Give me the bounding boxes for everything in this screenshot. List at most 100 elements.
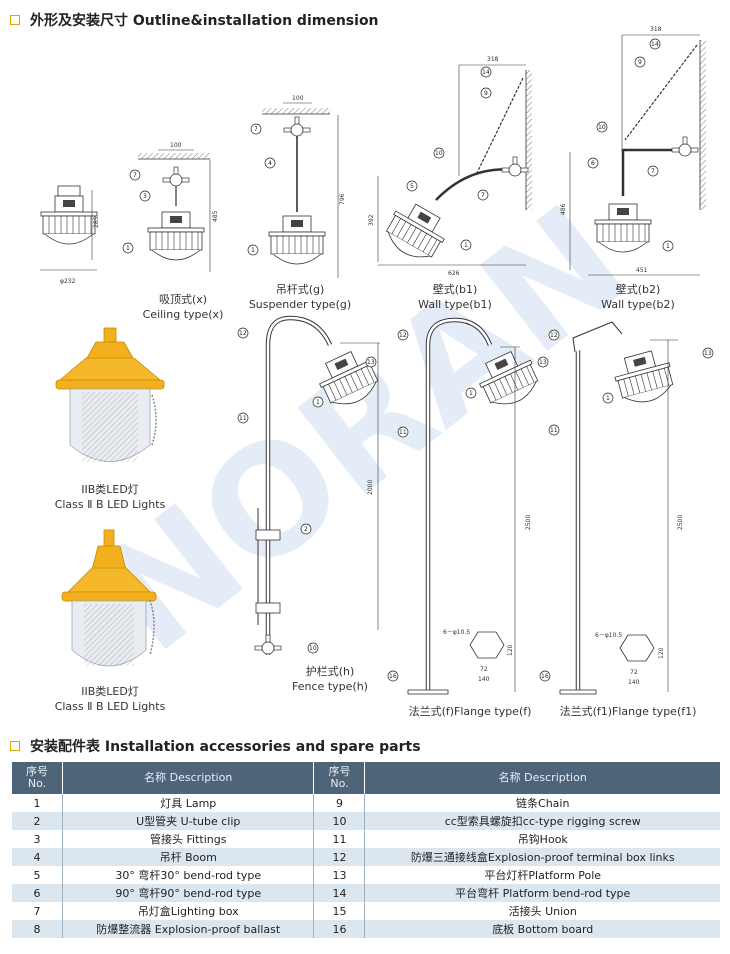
dim-flange-f-120: 120 [507,644,514,656]
cell-no: 16 [313,920,366,938]
table-row: 7 吊灯盒Lighting box 15 活接头 Union [12,902,720,920]
caption-en: Suspender type(g) [248,298,352,311]
callout-13: 11 [239,415,247,422]
accessories-table: 序号 No. 名称 Description 序号 No. 名称 Descript… [12,762,720,938]
callout-9: 9 [484,90,488,97]
caption-flange-f1: 法兰式(f1)Flange type(f1) [559,705,697,718]
callout-7: 7 [481,192,485,199]
cell-desc: 链条Chain [516,797,570,810]
table-row: 3 管接头 Fittings 11 吊钩Hook [12,830,720,848]
callout-1: 1 [126,245,130,252]
dim-flange-f1-72: 72 [630,669,638,676]
dim-wall-b1-top: 318 [487,56,499,63]
table-row: 1 灯具 Lamp 9 链条Chain [12,794,720,812]
header-no-cn: 序号 [328,765,351,778]
cell-desc: U型管夹 U-tube clip [62,812,315,830]
cell-no: 10 [313,812,366,830]
cell-desc: 吊灯盒Lighting box [62,902,315,920]
caption-wall-b2: 壁式(b2) Wall type(b2) [583,282,693,312]
cell-no: 8 [12,920,63,938]
caption-cn: 壁式(b2) [615,283,661,296]
cell-no: 1 [12,794,63,812]
callout-13: 11 [399,429,407,436]
callout-1: 1 [316,399,320,406]
cell-desc: 30° 弯杆30° bend-rod type [62,866,315,884]
callout-1: 1 [464,242,468,249]
wall-b1-drawing: 318 392 626 14 9 10 5 7 1 [368,56,532,277]
flange-f-drawing: 2500 6－φ10.5 120 72 140 12 11 13 1 16 [387,317,549,695]
ceiling-lamp-drawing: 285 φ232 [40,185,100,285]
callout-10: 10 [598,124,606,131]
led-lamp-image-1 [55,327,165,462]
cell-no: 9 [313,794,366,812]
cell-no: 2 [12,812,63,830]
callout-14: 12 [399,332,407,339]
callout-1: 1 [666,243,670,250]
dim-flange-f1-120: 120 [658,647,665,659]
table-header-row: 序号 No. 名称 Description 序号 No. 名称 Descript… [12,762,720,794]
callout-7: 7 [254,126,258,133]
dim-suspender-top: 100 [292,95,304,102]
cell-desc: 吊钩Hook [517,833,568,846]
callout-10: 10 [435,150,443,157]
callout-15: 13 [367,359,375,366]
dim-flange-f1-height: 2500 [677,515,684,530]
header-desc-left: 名称 Description [62,762,315,794]
section-heading-accessories: 安装配件表 Installation accessories and spare… [10,736,421,756]
callout-16: 16 [389,673,397,680]
caption-fence-type: 护栏式(h) Fence type(h) [275,664,385,694]
dim-wall-b2-width: 451 [636,267,648,274]
callout-1: 1 [469,390,473,397]
dim-flange-f1-140: 140 [628,679,640,686]
caption-en: Ceiling type(x) [142,308,224,321]
cell-desc: 平台灯杆Platform Pole [484,869,602,882]
section-heading-outline: 外形及安装尺寸 Outline&installation dimension [10,10,379,30]
callout-15: 13 [539,359,547,366]
cell-no: 13 [313,866,366,884]
header-no-cn: 序号 [26,765,48,778]
cell-no: 7 [12,902,63,920]
header-desc-right: 名称 Description [364,762,720,794]
cell-no: 5 [12,866,63,884]
bullet-square-icon [10,741,20,751]
section-title: 安装配件表 Installation accessories and spare… [30,739,421,755]
header-no-left: 序号 No. [12,762,63,794]
callout-7: 7 [133,172,137,179]
cell-no: 4 [12,848,63,866]
fence-type-drawing: 2000 12 11 13 1 2 10 [237,315,384,655]
callout-12: 10 [309,645,317,652]
dim-flange-f1-holes: 6－φ10.5 [595,632,622,639]
dim-suspender-height: 796 [339,193,346,205]
callout-4: 4 [268,160,272,167]
cell-desc: 防爆三通接线盒Explosion-proof terminal box link… [364,848,720,866]
dim-fence-height: 2000 [367,480,374,495]
table-row: 8 防爆整流器 Explosion-proof ballast 16 底板 Bo… [12,920,720,938]
cell-desc: 防爆整流器 Explosion-proof ballast [62,920,315,938]
callout-14: 12 [239,330,247,337]
callout-11: 14 [482,69,490,76]
callout-5: 5 [410,183,414,190]
cell-no: 6 [12,884,63,902]
callout-6: 6 [591,160,595,167]
dim-flange-f-72: 72 [480,666,488,673]
dim-wall-b2-top: 318 [650,26,662,33]
caption-led-1: IIB类LED灯 Class Ⅱ B LED Lights [45,482,175,512]
callout-15: 13 [704,350,712,357]
callout-2: 2 [304,526,308,533]
cell-no: 3 [12,830,63,848]
cell-desc: 吊杆 Boom [62,848,315,866]
cell-no: 12 [313,848,366,866]
callout-11: 14 [651,41,659,48]
flange-f1-drawing: 2500 6－φ10.5 120 72 140 12 11 13 1 16 [539,321,714,695]
header-no-right: 序号 No. [313,762,366,794]
caption-cn: 吊杆式(g) [275,283,325,296]
dim-ceiling-height-small: 285 [93,216,100,228]
caption-en: Fence type(h) [292,680,368,693]
callout-7: 7 [651,168,655,175]
cell-desc: 活接头 Union [508,905,577,918]
caption-en: Wall type(b2) [601,298,675,311]
caption-cn: 护栏式(h) [305,665,355,678]
table-row: 5 30° 弯杆30° bend-rod type 13 平台灯杆Platfor… [12,866,720,884]
caption-cn: IIB类LED灯 [81,483,139,496]
dim-wall-b2-height: 486 [560,203,567,215]
